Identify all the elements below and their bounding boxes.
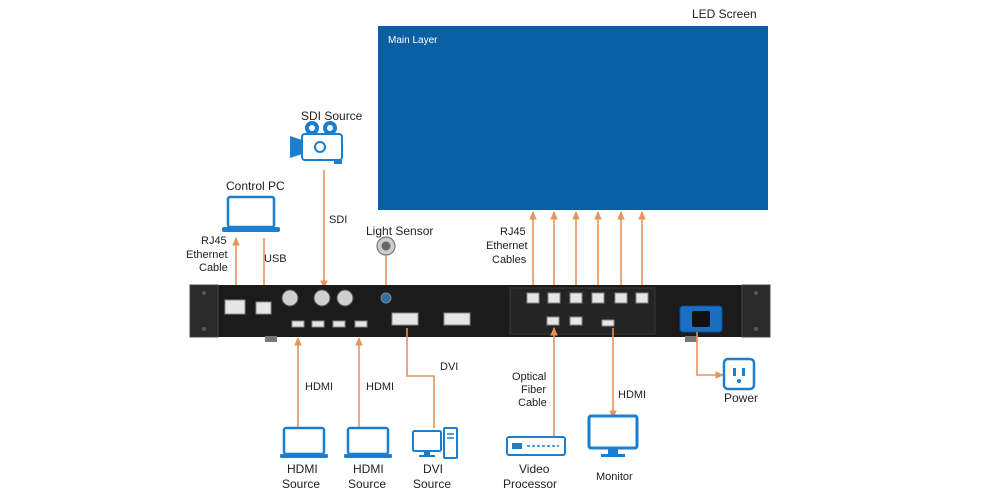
led-screen-title: LED Screen xyxy=(692,7,757,21)
upper-wires xyxy=(232,170,646,301)
svg-text:Source: Source xyxy=(282,477,320,491)
light-sensor-icon xyxy=(376,236,396,256)
power-label: Power xyxy=(724,391,758,405)
light-sensor-label: Light Sensor xyxy=(366,224,433,238)
dvi-port xyxy=(391,312,419,326)
svg-text:HDMI: HDMI xyxy=(353,462,384,476)
sdi-port xyxy=(281,289,299,307)
optical-cable-label: Optical Fiber Cable xyxy=(512,371,547,409)
control-pc-label: Control PC xyxy=(226,179,285,193)
sdi-cable-label: SDI xyxy=(329,214,347,226)
svg-text:DVI: DVI xyxy=(423,462,443,476)
rj45-port xyxy=(614,292,628,304)
svg-text:Source: Source xyxy=(413,477,451,491)
camera-icon xyxy=(290,121,343,164)
svg-text:Ethernet: Ethernet xyxy=(486,240,528,252)
optical-port xyxy=(546,316,560,326)
rj45-port xyxy=(526,292,540,304)
led-screen: Main Layer LED Screen xyxy=(378,7,768,210)
svg-text:Ethernet: Ethernet xyxy=(186,249,228,261)
hdmi-cable-label-2: HDMI xyxy=(366,381,394,393)
svg-text:Cables: Cables xyxy=(492,254,527,266)
svg-text:Source: Source xyxy=(348,477,386,491)
rj45-port xyxy=(635,292,649,304)
laptop-icon xyxy=(222,195,280,232)
video-processor-label: Video Processor xyxy=(503,462,557,491)
svg-text:HDMI: HDMI xyxy=(287,462,318,476)
hdmi-port xyxy=(291,320,305,328)
ethernet-port xyxy=(224,299,246,315)
dvi-cable-label: DVI xyxy=(440,361,458,373)
main-layer-label: Main Layer xyxy=(388,35,438,46)
usb-port xyxy=(255,301,272,315)
svg-text:Cable: Cable xyxy=(518,397,547,409)
svg-text:RJ45: RJ45 xyxy=(201,235,227,247)
hdmi-out-port xyxy=(601,319,615,327)
svg-text:Video: Video xyxy=(519,462,550,476)
monitor-label: Monitor xyxy=(596,471,633,483)
svg-text:Fiber: Fiber xyxy=(521,384,546,396)
laptop-icon xyxy=(344,426,392,458)
svg-text:Cable: Cable xyxy=(199,262,228,274)
light-sensor-port xyxy=(380,292,392,304)
svg-text:RJ45: RJ45 xyxy=(500,226,526,238)
lower-wires xyxy=(294,327,724,440)
video-processor-icon xyxy=(506,436,566,456)
sdi-source-label: SDI Source xyxy=(301,109,363,123)
hdmi-port xyxy=(311,320,325,328)
hdmi-monitor-cable-label: HDMI xyxy=(618,389,646,401)
hdmi-port xyxy=(354,320,368,328)
svg-text:Processor: Processor xyxy=(503,477,557,491)
optical-port xyxy=(569,316,583,326)
dvi-port xyxy=(443,312,471,326)
rj45-port xyxy=(569,292,583,304)
hdmi-port xyxy=(332,320,346,328)
controller-chassis xyxy=(189,284,771,342)
usb-cable-label: USB xyxy=(264,253,287,265)
sdi-port xyxy=(313,289,331,307)
hdmi-cable-label-1: HDMI xyxy=(305,381,333,393)
svg-text:Optical: Optical xyxy=(512,371,546,383)
rj45-port xyxy=(547,292,561,304)
power-socket-icon xyxy=(722,357,756,391)
led-screen-panel xyxy=(378,26,768,210)
rj45-output-cables-label: RJ45 Ethernet Cables xyxy=(486,226,528,266)
hdmi-source-1-label: HDMI Source xyxy=(282,462,320,491)
sdi-port xyxy=(336,289,354,307)
laptop-icon xyxy=(280,426,328,458)
rj45-pc-cable-label: RJ45 Ethernet Cable xyxy=(186,235,228,274)
rj45-port xyxy=(591,292,605,304)
hdmi-source-2-label: HDMI Source xyxy=(348,462,386,491)
monitor-icon xyxy=(587,414,639,457)
desktop-pc-icon xyxy=(412,427,458,459)
dvi-source-label: DVI Source xyxy=(413,462,451,491)
